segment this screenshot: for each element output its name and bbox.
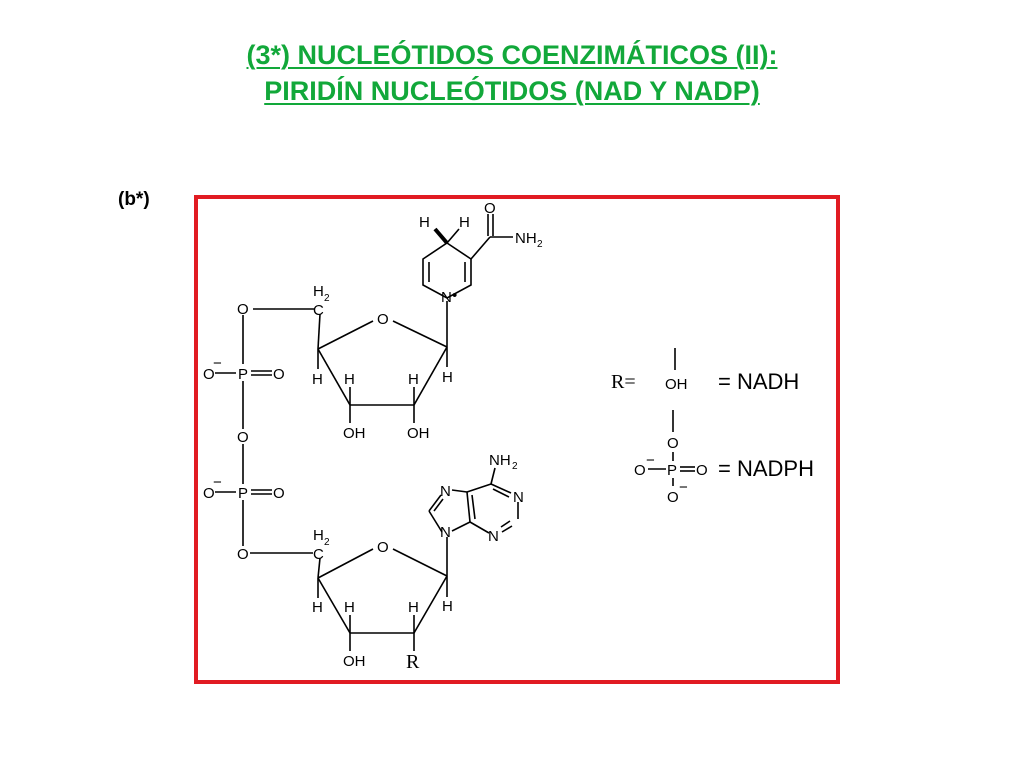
- c2-h-2: H: [408, 599, 419, 616]
- ribose-1: H 2 C O H H H H OH OH: [253, 283, 453, 442]
- c2-n3-double: [500, 520, 511, 528]
- adenine-n9: N: [440, 524, 451, 541]
- legend-p: P: [667, 462, 677, 479]
- c5-c4-bond: [466, 491, 471, 523]
- c5-h-sub-2: 2: [324, 537, 330, 548]
- pyrophosphate-chain: O O − P O O O − P O O: [203, 301, 285, 563]
- c2-oh: OH: [407, 425, 430, 442]
- amide-nh-sub: 2: [537, 239, 543, 250]
- c8-n7-bond: [428, 494, 442, 512]
- diagram-frame: [194, 195, 840, 684]
- c1-h: H: [442, 369, 453, 386]
- legend-minus-bottom: −: [679, 479, 688, 496]
- p2-o-double: O: [273, 485, 285, 502]
- c6-nh2-bond: [490, 467, 496, 485]
- phosphorus-1: P: [238, 366, 248, 383]
- p1-o-double: O: [273, 366, 285, 383]
- o-c1-bond-2: [392, 548, 448, 577]
- legend-o-left: O: [634, 462, 646, 479]
- c4-h: H: [312, 371, 323, 388]
- panel-label: (b*): [118, 189, 150, 210]
- c4-n9-bond: [451, 521, 471, 532]
- c4-o-bond: [317, 320, 374, 350]
- title-line-1: (3*) NUCLEÓTIDOS COENZIMÁTICOS (II):: [246, 40, 778, 70]
- c5-h-2: H: [313, 527, 324, 544]
- pyridine-n: N: [441, 289, 452, 306]
- c2-h: H: [408, 371, 419, 388]
- c3-oh-2: OH: [343, 653, 366, 670]
- carbonyl-o: O: [484, 200, 496, 217]
- o-c1-bond: [392, 320, 448, 348]
- bond-carboxamide: [470, 236, 491, 260]
- legend-minus-left: −: [646, 452, 655, 469]
- n3-c4-bond: [469, 521, 490, 534]
- bridge-o: O: [237, 429, 249, 446]
- c6-n1-bond: [490, 483, 512, 494]
- nadh-label: = NADH: [718, 369, 799, 394]
- ribose-2: H 2 C O H H H H OH R: [250, 527, 453, 673]
- adenine-nh: NH: [489, 452, 511, 469]
- c3-h-2: H: [344, 599, 355, 616]
- c5-c-2: C: [313, 546, 324, 563]
- p1-minus-sign: −: [213, 355, 222, 372]
- adenine-n3: N: [488, 528, 499, 545]
- nadph-label: = NADPH: [718, 456, 814, 481]
- r-group-legend: R= OH = NADH O O − P O O − = NADPH: [611, 348, 814, 506]
- c1-h-2: H: [442, 598, 453, 615]
- c6-n1-double: [492, 488, 510, 498]
- p2-minus-sign: −: [213, 474, 222, 491]
- p1-o-minus: O: [203, 366, 215, 383]
- p2-o-minus: O: [203, 485, 215, 502]
- legend-o-right: O: [696, 462, 708, 479]
- adenine-group: NH 2 N N N N: [428, 452, 524, 545]
- ester-o-2: O: [237, 546, 249, 563]
- c3-c4-bond-2: [317, 577, 351, 634]
- c5-c4-double: [471, 494, 476, 520]
- c2-n3-bond: [501, 525, 513, 533]
- adenine-nh-sub: 2: [512, 461, 518, 472]
- c1-c2-bond: [413, 346, 448, 406]
- c4-h-2: H: [312, 599, 323, 616]
- ester-o-1: O: [237, 301, 249, 318]
- wedge-bond-h: [433, 227, 449, 245]
- legend-o-bottom: O: [667, 489, 679, 506]
- c8-n7-double: [433, 498, 444, 512]
- nicotinamide-h-left: H: [419, 214, 430, 231]
- c5-c4-bond-2: [317, 557, 321, 579]
- phosphorus-2: P: [238, 485, 248, 502]
- c5-h-sub: 2: [324, 293, 330, 304]
- c5-c6-bond: [466, 483, 492, 493]
- nicotinamide-group: H H O NH 2 N •: [419, 200, 543, 347]
- c3-c4-bond: [317, 348, 351, 406]
- amide-nh: NH: [515, 230, 537, 247]
- adenine-n7: N: [440, 483, 451, 500]
- title-line-2: PIRIDÍN NUCLEÓTIDOS (NAD Y NADP): [264, 76, 760, 106]
- c3-h: H: [344, 371, 355, 388]
- c4-o-bond-2: [317, 548, 374, 579]
- c4-c5-bond: [317, 313, 321, 350]
- n7-c5-bond: [451, 489, 468, 493]
- adenine-n1: N: [513, 489, 524, 506]
- r-group: R: [406, 651, 420, 673]
- r-equals-label: R=: [611, 371, 636, 393]
- bond-h: [446, 228, 460, 244]
- legend-o-top: O: [667, 435, 679, 452]
- radical-dot: •: [452, 287, 457, 304]
- n9-c8-bond: [428, 510, 443, 533]
- ring-o-2: O: [377, 539, 389, 556]
- legend-oh: OH: [665, 376, 688, 393]
- c1-c2-bond-2: [413, 575, 448, 634]
- nicotinamide-h-right: H: [459, 214, 470, 231]
- ring-o: O: [377, 311, 389, 328]
- c5-h: H: [313, 283, 324, 300]
- c5-c: C: [313, 302, 324, 319]
- c3-oh: OH: [343, 425, 366, 442]
